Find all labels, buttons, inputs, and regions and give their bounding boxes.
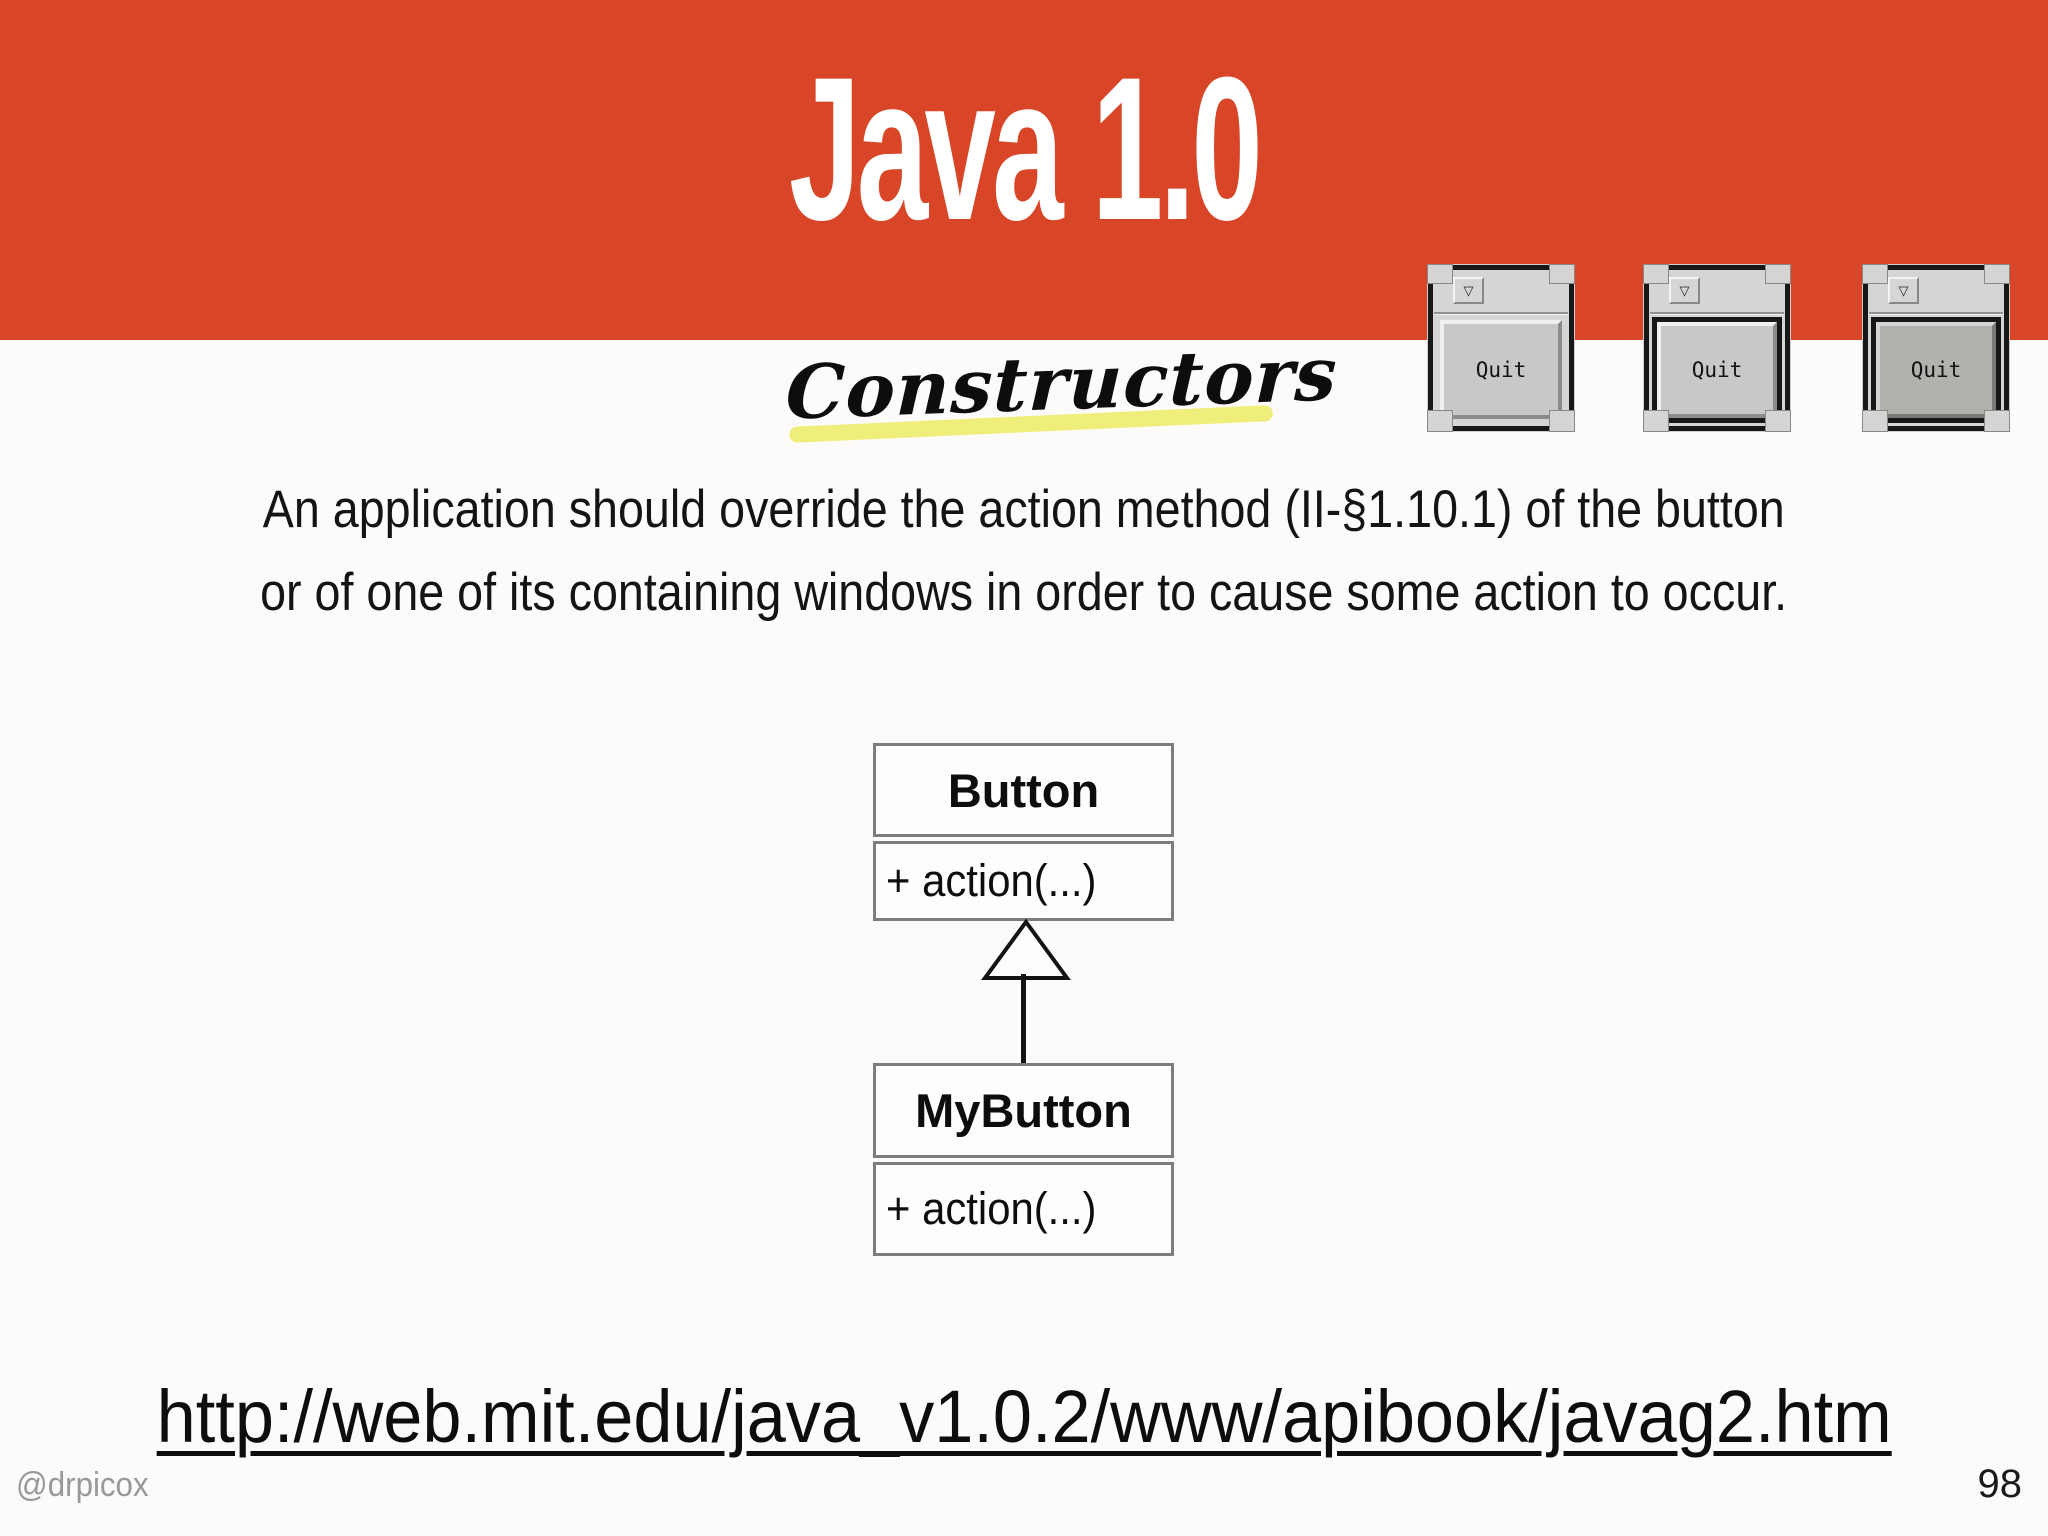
uml-class-button-method: + action(...) — [873, 841, 1174, 921]
uml-class-button-name: Button — [873, 743, 1174, 837]
body-line-2: or of one of its containing windows in o… — [260, 563, 1788, 622]
titlebar-divider — [1434, 312, 1568, 315]
window-corner-handle — [1427, 264, 1453, 284]
inheritance-arrow-icon — [981, 918, 1071, 980]
titlebar-divider — [1869, 312, 2003, 315]
window-corner-handle — [1427, 410, 1453, 432]
default-button-ring: Quit — [1652, 317, 1782, 423]
reference-link-row: http://web.mit.edu/java_v1.0.2/www/apibo… — [0, 1372, 2048, 1462]
reference-link[interactable]: http://web.mit.edu/java_v1.0.2/www/apibo… — [156, 1375, 1892, 1458]
window-corner-handle — [1862, 410, 1888, 432]
body-line-1: An application should override the actio… — [263, 480, 1785, 539]
window-corner-handle — [1549, 264, 1575, 284]
uml-class-mybutton-name: MyButton — [873, 1063, 1174, 1158]
window-corner-handle — [1984, 264, 2010, 284]
window-corner-handle — [1862, 264, 1888, 284]
window-corner-handle — [1549, 410, 1575, 432]
quit-button: Quit — [1876, 322, 1996, 418]
inheritance-line — [1021, 974, 1026, 1066]
default-button-ring: Quit — [1871, 317, 2001, 423]
window-corner-handle — [1765, 410, 1791, 432]
page-title: Java 1.0 — [0, 44, 2048, 254]
page-number: 98 — [1977, 1462, 2023, 1506]
window-menu-icon: ▽ — [1669, 277, 1700, 304]
titlebar-divider — [1650, 312, 1784, 315]
body-paragraph: An application should override the actio… — [0, 468, 2048, 634]
uml-class-mybutton-method: + action(...) — [873, 1162, 1174, 1256]
window-menu-icon: ▽ — [1888, 277, 1919, 304]
quit-button: Quit — [1657, 322, 1777, 418]
author-handle: @drpicox — [16, 1466, 149, 1504]
quit-button: Quit — [1440, 320, 1562, 419]
page-title-text: Java 1.0 — [788, 35, 1263, 263]
window-menu-icon: ▽ — [1453, 277, 1484, 304]
window-corner-handle — [1984, 410, 2010, 432]
window-corner-handle — [1765, 264, 1791, 284]
quit-window-screenshot-3: ▽ Quit — [1862, 264, 2010, 432]
quit-window-screenshot-2: ▽ Quit — [1643, 264, 1791, 432]
subtitle-constructors: Constructors — [784, 331, 1339, 455]
window-corner-handle — [1643, 410, 1669, 432]
quit-window-screenshot-1: ▽ Quit — [1427, 264, 1575, 432]
window-corner-handle — [1643, 264, 1669, 284]
